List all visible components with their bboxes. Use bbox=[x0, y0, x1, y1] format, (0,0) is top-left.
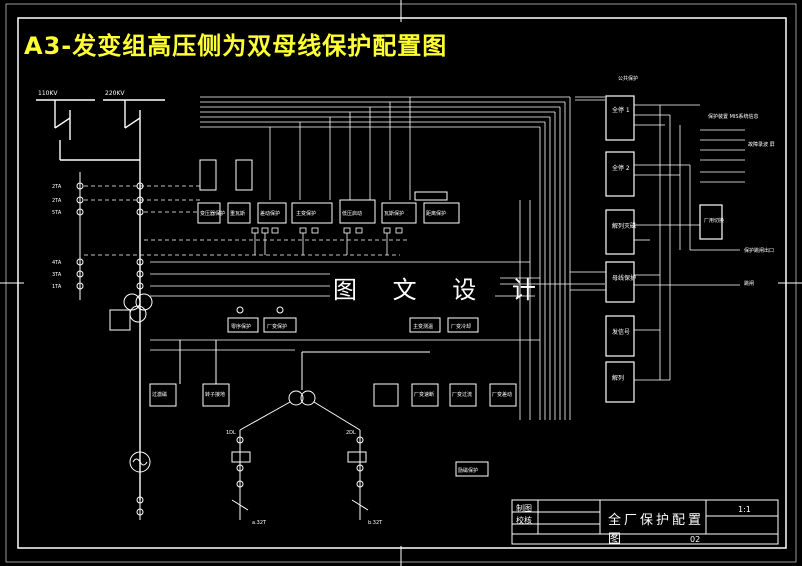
svg-text:3TA: 3TA bbox=[52, 272, 62, 278]
svg-text:低压启动: 低压启动 bbox=[342, 210, 362, 217]
svg-text:1TA: 1TA bbox=[52, 284, 62, 290]
left-ct-chain bbox=[76, 172, 144, 300]
bus-label-1: 110KV bbox=[38, 90, 58, 97]
svg-text:主变测温: 主变测温 bbox=[413, 323, 433, 330]
title-block-drawn: 制图 bbox=[516, 504, 532, 513]
svg-text:2DL: 2DL bbox=[346, 430, 356, 436]
svg-text:转子接地: 转子接地 bbox=[205, 391, 225, 398]
middle-boxes bbox=[227, 306, 479, 333]
svg-text:厂变速断: 厂变速断 bbox=[414, 391, 434, 398]
svg-text:故障录波 屏: 故障录波 屏 bbox=[748, 141, 775, 148]
title-block bbox=[511, 499, 779, 545]
svg-text:1DL: 1DL bbox=[226, 430, 236, 436]
svg-text:跳闸: 跳闸 bbox=[744, 280, 754, 287]
svg-text:重瓦斯: 重瓦斯 bbox=[230, 210, 245, 217]
right-boxes bbox=[605, 95, 723, 403]
svg-text:主变保护: 主变保护 bbox=[296, 210, 316, 217]
svg-text:过激磁: 过激磁 bbox=[152, 391, 167, 398]
bus-label-2: 220KV bbox=[105, 90, 125, 97]
svg-text:2TA: 2TA bbox=[52, 184, 62, 190]
left-ct-labels: 2TA 2TA 5TA 4TA 3TA 1TA bbox=[52, 184, 62, 290]
svg-text:差动保护: 差动保护 bbox=[260, 210, 280, 217]
cross-wiring bbox=[150, 200, 605, 420]
svg-text:厂用切换: 厂用切换 bbox=[704, 217, 724, 224]
right-output-labels: 保护装置 MIS系统信息 故障录波 屏 厂用切换 保护跳闸出口 跳闸 bbox=[704, 113, 775, 287]
main-transformer bbox=[109, 293, 153, 520]
svg-text:距离保护: 距离保护 bbox=[426, 210, 446, 217]
left-dashed-links bbox=[84, 185, 410, 256]
relay-row bbox=[197, 159, 460, 224]
svg-text:a.32T: a.32T bbox=[252, 520, 267, 526]
svg-text:全停 1: 全停 1 bbox=[612, 106, 630, 114]
title-block-check: 校核 bbox=[516, 516, 532, 525]
bus-bars bbox=[36, 99, 165, 500]
lower-box-labels: 过激磁 转子接地 厂变速断 厂变过流 厂变差动 励磁保护 bbox=[152, 391, 512, 474]
relay-labels: 变压器保护 重瓦斯 差动保护 主变保护 低压启动 瓦斯保护 距离保护 bbox=[200, 210, 446, 217]
svg-text:保护跳闸出口: 保护跳闸出口 bbox=[744, 247, 774, 254]
svg-text:零序保护: 零序保护 bbox=[231, 323, 251, 330]
svg-text:解列灭磁: 解列灭磁 bbox=[612, 222, 636, 230]
contacts-row bbox=[251, 227, 403, 255]
title-block-name: 全厂保护配置图 bbox=[608, 513, 705, 547]
svg-text:瓦斯保护: 瓦斯保护 bbox=[384, 210, 404, 217]
svg-text:厂变过流: 厂变过流 bbox=[452, 391, 472, 398]
svg-text:励磁保护: 励磁保护 bbox=[458, 467, 478, 474]
right-box-labels: 全停 1 全停 2 解列灭磁 母线保护 发信号 解列 bbox=[612, 106, 636, 382]
svg-text:厂变冷却: 厂变冷却 bbox=[451, 323, 471, 330]
watermark: 图 文 设 计 bbox=[333, 276, 550, 304]
central-labels: 1DL 2DL a.32T b.32T bbox=[226, 430, 383, 526]
svg-text:b.32T: b.32T bbox=[368, 520, 383, 526]
svg-text:发信号: 发信号 bbox=[612, 328, 630, 336]
svg-text:解列: 解列 bbox=[612, 374, 624, 382]
signal-bundle bbox=[200, 96, 605, 420]
svg-text:变压器保护: 变压器保护 bbox=[200, 210, 225, 217]
svg-text:厂变差动: 厂变差动 bbox=[492, 391, 512, 398]
right-output-wiring bbox=[570, 104, 745, 381]
svg-text:厂变保护: 厂变保护 bbox=[267, 323, 287, 330]
svg-text:2TA: 2TA bbox=[52, 198, 62, 204]
svg-text:全停 2: 全停 2 bbox=[612, 164, 630, 172]
svg-text:母线保护: 母线保护 bbox=[612, 274, 636, 282]
svg-text:5TA: 5TA bbox=[52, 210, 62, 216]
page-title: A3-发变组高压侧为双母线保护配置图 bbox=[24, 32, 448, 60]
right-column-header: 公共保护 bbox=[618, 75, 638, 82]
svg-text:4TA: 4TA bbox=[52, 260, 62, 266]
svg-text:保护装置 MIS系统信息: 保护装置 MIS系统信息 bbox=[708, 113, 759, 120]
central-transformer bbox=[179, 340, 430, 520]
middle-box-labels: 零序保护 厂变保护 主变测温 厂变冷却 bbox=[231, 323, 471, 330]
title-block-scale: 1:1 bbox=[738, 505, 751, 514]
title-block-sheet: 02 bbox=[690, 535, 701, 544]
